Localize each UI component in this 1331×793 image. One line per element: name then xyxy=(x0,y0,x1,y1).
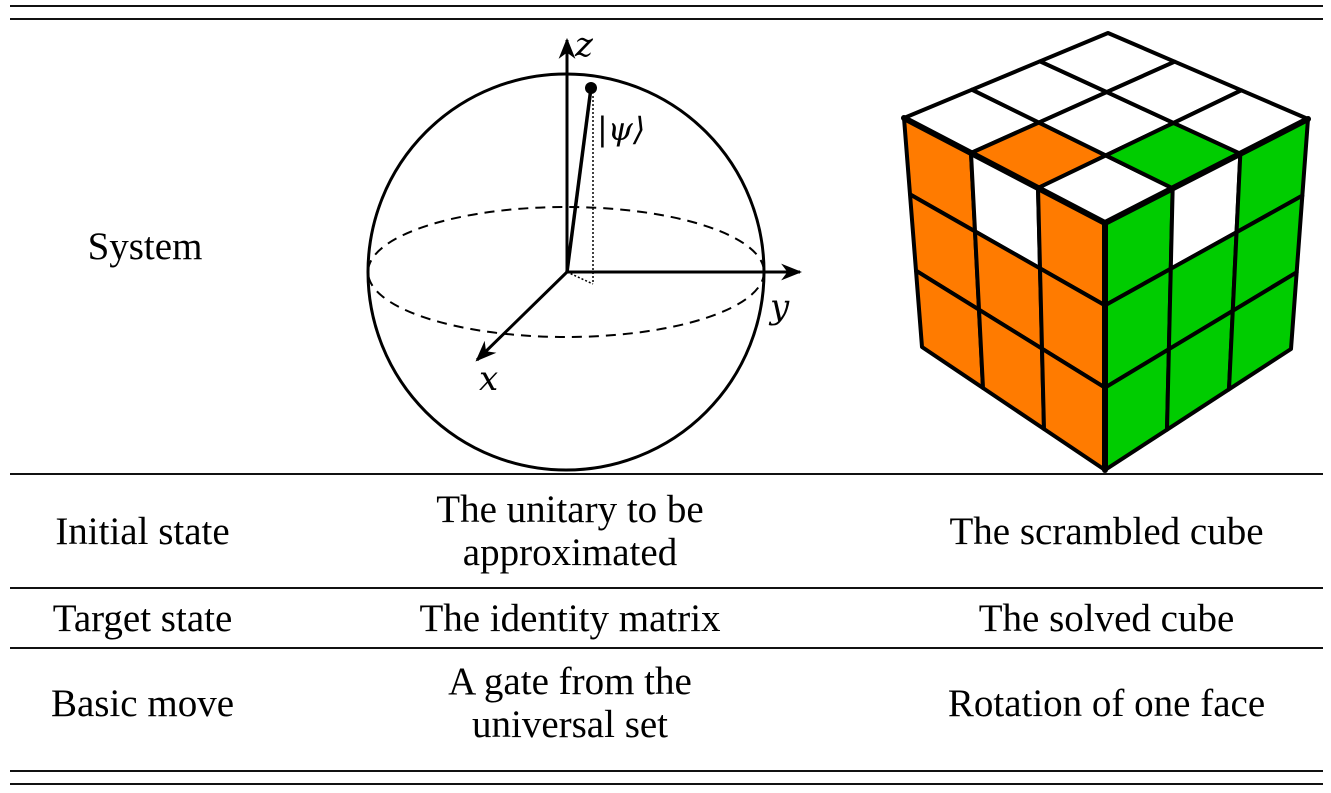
cell-text: The identity matrix xyxy=(419,596,721,640)
row-label-text: Initial state xyxy=(55,509,230,553)
x-axis xyxy=(475,270,569,362)
cube-edge-1 xyxy=(1102,116,1311,226)
row-label-text: Basic move xyxy=(50,681,235,725)
cube-basic-move: Rotation of one face xyxy=(890,649,1323,757)
bottom-rule-outer xyxy=(10,783,1323,785)
cell-line: A gate from the xyxy=(448,660,692,703)
row-label-text: System xyxy=(87,225,203,268)
row-label-target-state: Target state xyxy=(10,589,275,647)
y-axis-label: y xyxy=(768,287,790,327)
z-axis-label: z xyxy=(574,25,594,65)
quantum-initial-state: The unitary to be approximated xyxy=(360,475,780,587)
cube-sticker-right-2-2 xyxy=(1227,270,1299,392)
state-label: |ψ⟩ xyxy=(597,110,645,148)
cube-target-state: The solved cube xyxy=(890,589,1323,647)
cube-initial-state: The scrambled cube xyxy=(890,475,1323,587)
row-label-initial-state: Initial state xyxy=(10,475,275,587)
cell-line: The unitary to be xyxy=(436,488,704,531)
row-label-system: System xyxy=(10,20,280,473)
row-label-text: Target state xyxy=(52,596,233,640)
row-label-basic-move: Basic move xyxy=(10,649,275,757)
cell-line: approximated xyxy=(462,531,678,574)
cell-text: Rotation of one face xyxy=(947,681,1266,725)
top-rule-outer xyxy=(10,5,1323,7)
row-divider-3 xyxy=(10,647,1323,649)
quantum-target-state: The identity matrix xyxy=(360,589,780,647)
projection-horizontal-dotted xyxy=(566,271,594,285)
row-divider-1 xyxy=(10,473,1323,475)
cell-text: The solved cube xyxy=(978,596,1235,640)
row-divider-2 xyxy=(10,587,1323,589)
cube-edge-0 xyxy=(901,115,1108,226)
cell-line: universal set xyxy=(471,703,669,746)
x-axis-label: x xyxy=(479,359,498,399)
bottom-rule-inner xyxy=(10,770,1323,772)
top-rule-inner xyxy=(10,18,1323,20)
cell-text: The scrambled cube xyxy=(949,509,1264,553)
state-point xyxy=(585,82,597,94)
quantum-basic-move: A gate from the universal set xyxy=(360,649,780,757)
state-vector xyxy=(565,87,593,273)
